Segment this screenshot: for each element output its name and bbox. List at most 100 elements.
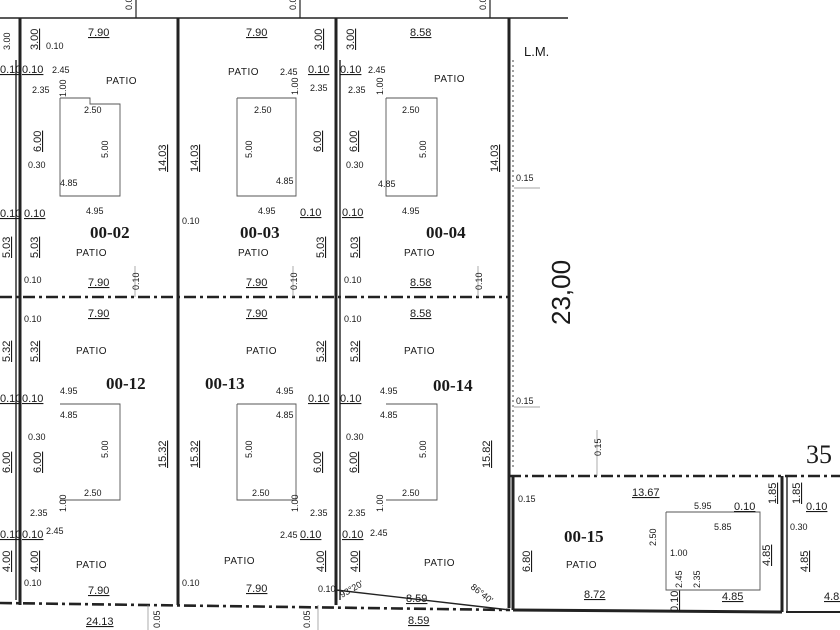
dim-text: 2.35 bbox=[32, 85, 50, 95]
dim-text: 0.10 bbox=[24, 275, 42, 285]
dim-text: 0.30 bbox=[28, 432, 46, 442]
dim-text: 0.05 bbox=[478, 0, 488, 10]
dim-text: 2.45 bbox=[370, 528, 388, 538]
dim-text: 4.00 bbox=[29, 551, 41, 572]
dim-text: 14.03 bbox=[157, 144, 169, 172]
dim-text: 3.00 bbox=[345, 29, 357, 50]
dim-text: 0.30 bbox=[790, 522, 808, 532]
dim-text: 5.32 bbox=[1, 341, 13, 362]
patio-label: PATIO bbox=[566, 560, 597, 571]
dim-text: 0.10 bbox=[24, 578, 42, 588]
dim-text: 0.10 bbox=[669, 591, 681, 612]
dim-text: 6.80 bbox=[521, 551, 533, 572]
dim-text: 7.90 bbox=[246, 277, 267, 289]
dim-text: 6.00 bbox=[348, 131, 360, 152]
dim-text: 2.35 bbox=[310, 508, 328, 518]
dim-text: 0.10 bbox=[0, 208, 21, 220]
dim-text: 8.58 bbox=[410, 27, 431, 39]
dim-text: 0.10 bbox=[0, 64, 21, 76]
dim-text: 13.67 bbox=[632, 487, 660, 499]
dim-text: 7.90 bbox=[88, 308, 109, 320]
patio-label: PATIO bbox=[76, 346, 107, 357]
dim-text: 4.00 bbox=[315, 551, 327, 572]
dim-text: 5.00 bbox=[100, 140, 110, 158]
dim-text: 8.59 bbox=[406, 593, 427, 605]
dim-text: 0.10 bbox=[474, 272, 484, 290]
dim-text: 6.00 bbox=[348, 452, 360, 473]
dim-text: 2.45 bbox=[368, 65, 386, 75]
dim-text: 2.50 bbox=[402, 488, 420, 498]
dim-text: 0.10 bbox=[22, 529, 43, 541]
house-outline-04 bbox=[385, 97, 438, 197]
lot-00-02: 00-02 bbox=[90, 223, 130, 242]
dim-text: 1.00 bbox=[58, 494, 68, 512]
dim-text: 2.35 bbox=[692, 570, 702, 588]
lm-label: L.M. bbox=[524, 44, 549, 59]
dim-text: 2.45 bbox=[280, 67, 298, 77]
dim-text: 1.00 bbox=[290, 77, 300, 95]
dim-text: 5.03 bbox=[1, 237, 13, 258]
dim-text: 0.10 bbox=[300, 529, 321, 541]
dimensions-lot-15: 13.67 0.15 5.95 0.10 1.85 1.85 0.10 5.85… bbox=[518, 483, 840, 612]
dim-text: 5.00 bbox=[418, 140, 428, 158]
dim-text: 8.58 bbox=[410, 308, 431, 320]
dim-text: 0.10 bbox=[340, 393, 361, 405]
dim-text: 1.00 bbox=[670, 548, 688, 558]
patio-label: PATIO bbox=[424, 558, 455, 569]
dim-text: 0.10 bbox=[0, 393, 21, 405]
dim-text: 0.10 bbox=[344, 314, 362, 324]
patio-labels: PATIO PATIO PATIO PATIO PATIO PATIO PATI… bbox=[76, 67, 597, 571]
dim-text: 5.03 bbox=[29, 237, 41, 258]
dim-text: 7.90 bbox=[88, 277, 109, 289]
dim-text: 0.10 bbox=[734, 501, 755, 513]
house-outline-15 bbox=[665, 511, 761, 591]
dim-text: 15.32 bbox=[157, 440, 169, 468]
dim-text: 5.00 bbox=[244, 440, 254, 458]
dim-text: 0.05 bbox=[152, 610, 162, 628]
dim-text: 0.10 bbox=[308, 393, 329, 405]
dim-text: 2.50 bbox=[84, 488, 102, 498]
dimension-23-00: 23,00 bbox=[546, 260, 576, 325]
dim-text: 0.15 bbox=[593, 438, 603, 456]
lot-labels: 00-02 00-03 00-04 00-12 00-13 00-14 00-1… bbox=[90, 223, 604, 546]
dim-text: 4.95 bbox=[258, 206, 276, 216]
dim-text: 24.13 bbox=[86, 616, 114, 628]
dim-text: 4.85 bbox=[60, 410, 78, 420]
dim-text: 5.00 bbox=[418, 440, 428, 458]
dim-text: 0.30 bbox=[346, 432, 364, 442]
dim-text: 0.10 bbox=[24, 208, 45, 220]
dim-text: 0.15 bbox=[518, 494, 536, 504]
dim-text: 4.00 bbox=[1, 551, 13, 572]
dim-text: 15.32 bbox=[189, 440, 201, 468]
dim-text: 5.32 bbox=[349, 341, 361, 362]
dim-text: 7.90 bbox=[88, 27, 109, 39]
patio-label: PATIO bbox=[238, 248, 269, 259]
dim-text: 2.35 bbox=[348, 85, 366, 95]
bottom-angle-line bbox=[335, 589, 511, 611]
dim-text: 0.10 bbox=[131, 272, 141, 290]
dim-text: 6.00 bbox=[312, 131, 324, 152]
dim-text: 1.85 bbox=[791, 483, 803, 504]
house-outlines bbox=[59, 97, 761, 591]
patio-label: PATIO bbox=[228, 67, 259, 78]
dimension-35-partial: 35 bbox=[806, 440, 832, 469]
house-outline-02 bbox=[59, 97, 121, 197]
dim-text: 4.85 bbox=[380, 410, 398, 420]
dim-text: 4.00 bbox=[349, 551, 361, 572]
dim-text: 5.32 bbox=[315, 341, 327, 362]
dim-text: 4.85 bbox=[799, 551, 811, 572]
dim-text: 2.50 bbox=[84, 105, 102, 115]
dim-text: 7.90 bbox=[246, 308, 267, 320]
dim-text: 0.10 bbox=[22, 393, 43, 405]
dim-text: 5.32 bbox=[29, 341, 41, 362]
dim-text: 3.00 bbox=[29, 29, 41, 50]
patio-label: PATIO bbox=[404, 248, 435, 259]
dim-text: 5.03 bbox=[315, 237, 327, 258]
house-outline-14 bbox=[386, 403, 438, 501]
lot-00-12: 00-12 bbox=[106, 374, 146, 393]
dim-text: 0.05 bbox=[302, 610, 312, 628]
dim-text: 0.10 bbox=[342, 529, 363, 541]
dim-text: 8.58 bbox=[410, 277, 431, 289]
